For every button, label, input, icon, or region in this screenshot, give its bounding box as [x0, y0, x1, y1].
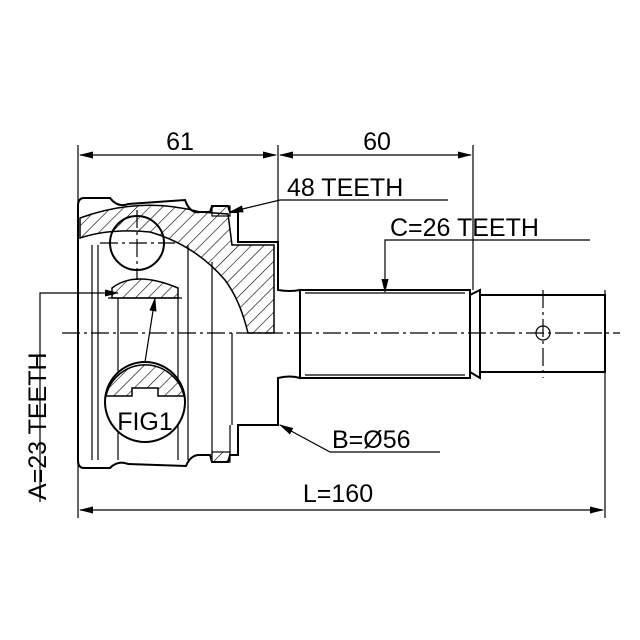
outer-housing: [77, 197, 301, 469]
leader-b-diameter: [278, 424, 440, 453]
label-a-teeth: A=23 TEETH: [24, 352, 52, 500]
label-c-teeth: C=26 TEETH: [390, 214, 539, 242]
extension-lines: [77, 145, 606, 518]
dim-total-length: L=160: [303, 480, 373, 508]
label-b-diameter: B=Ø56: [332, 426, 411, 454]
label-48-teeth: 48 TEETH: [287, 174, 403, 202]
dim-shaft-length: 60: [363, 128, 391, 156]
shaft: [299, 288, 606, 380]
leader-c-teeth: [381, 239, 590, 294]
fig1-detail: FIG1: [104, 296, 186, 443]
leader-48-teeth: [228, 199, 448, 213]
leader-a-teeth: [39, 289, 120, 502]
dim-housing-length: 61: [166, 128, 194, 156]
fig1-label: FIG1: [117, 408, 173, 436]
